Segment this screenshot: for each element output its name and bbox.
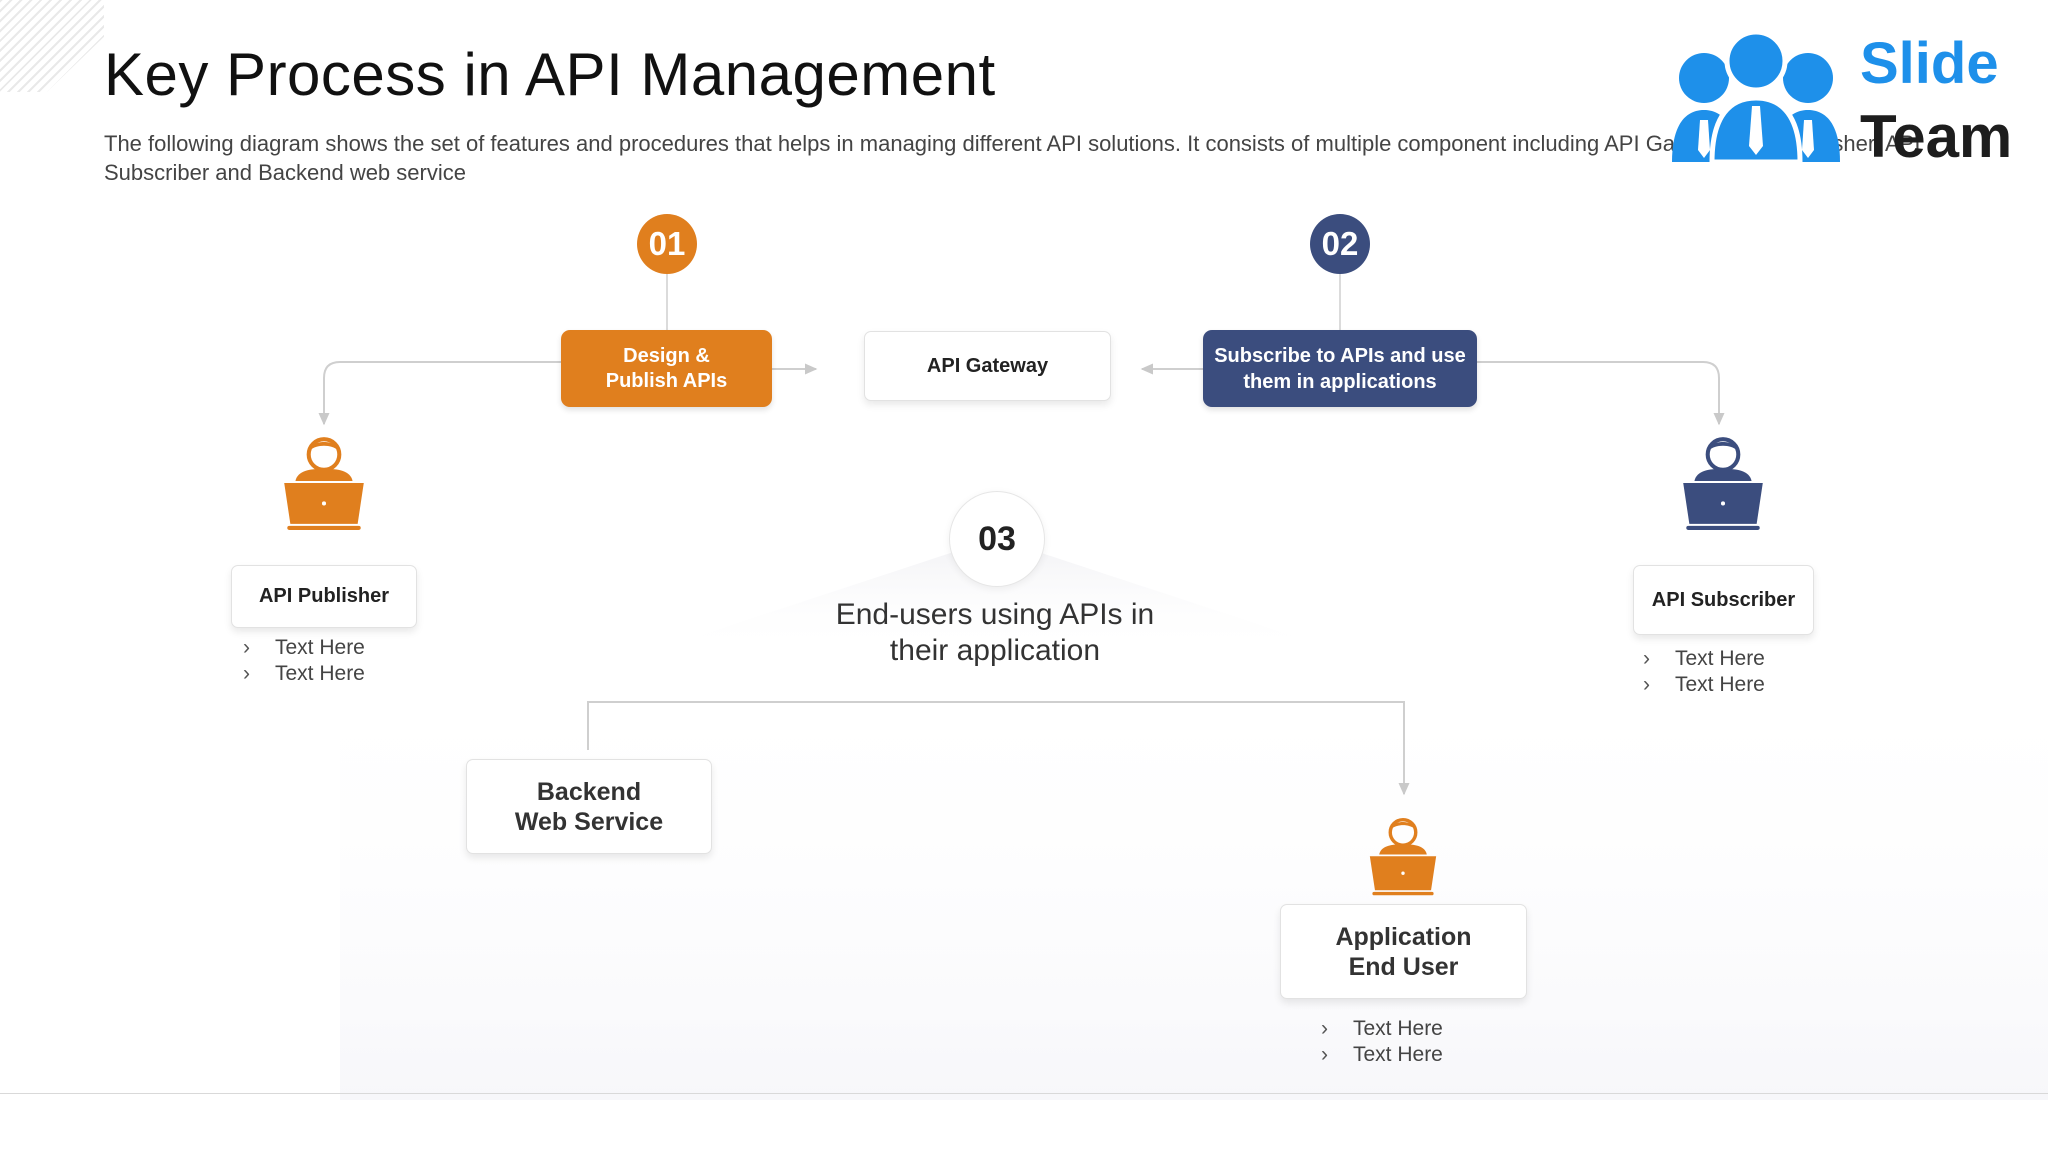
- slideteam-logo: Slide Team: [1666, 28, 2022, 170]
- logo-word-slide: Slide: [1860, 31, 1999, 96]
- publisher-user-laptop-icon: [284, 439, 364, 530]
- subscribe-label: Subscribe to APIs and use them in applic…: [1214, 344, 1466, 393]
- list-item: ›Text Here: [1643, 673, 1765, 696]
- logo-word-team: Team: [1860, 103, 2013, 170]
- step2-number-badge: 02: [1310, 214, 1370, 274]
- list-item: ›Text Here: [243, 636, 365, 659]
- subscriber-bullet-list: ›Text Here ›Text Here: [1643, 646, 1765, 698]
- subscriber-user-laptop-icon: [1683, 439, 1763, 530]
- page-title: Key Process in API Management: [104, 41, 996, 108]
- chevron-right-icon: ›: [1643, 647, 1650, 670]
- api-subscriber-label: API Subscriber: [1651, 588, 1796, 611]
- backend-web-service-box: Backend Web Service: [466, 759, 712, 854]
- api-subscriber-box: API Subscriber: [1633, 565, 1814, 635]
- step3-triangle-backdrop: [650, 538, 1342, 652]
- footer-divider: [0, 1093, 2048, 1094]
- chevron-right-icon: ›: [243, 636, 250, 659]
- chevron-right-icon: ›: [1321, 1017, 1328, 1040]
- chevron-right-icon: ›: [1321, 1043, 1328, 1066]
- api-gateway-box: API Gateway: [864, 331, 1111, 401]
- publisher-bullet-list: ›Text Here ›Text Here: [243, 635, 365, 687]
- design-publish-label: Design & Publish APIs: [605, 344, 728, 392]
- enduser-branch-lines: [587, 701, 1410, 796]
- list-item: ›Text Here: [1643, 647, 1765, 670]
- chevron-right-icon: ›: [243, 662, 250, 685]
- application-end-user-label: Application End User: [1335, 922, 1472, 981]
- arrow-to-publisher: [318, 361, 561, 426]
- step3-number-badge: 03: [949, 491, 1045, 587]
- list-item: ›Text Here: [1321, 1017, 1443, 1040]
- list-item: ›Text Here: [1321, 1043, 1443, 1066]
- people-logo-icon: [1672, 29, 1840, 165]
- end-user-bullet-list: ›Text Here ›Text Here: [1321, 1016, 1443, 1068]
- api-gateway-label: API Gateway: [926, 354, 1049, 377]
- design-publish-box: Design & Publish APIs: [561, 330, 772, 407]
- api-publisher-box: API Publisher: [231, 565, 417, 628]
- api-publisher-label: API Publisher: [258, 585, 390, 607]
- application-end-user-box: Application End User: [1280, 904, 1527, 999]
- arrow-to-subscriber: [1477, 361, 1725, 426]
- subscribe-box: Subscribe to APIs and use them in applic…: [1203, 330, 1477, 407]
- step1-number-badge: 01: [637, 214, 697, 274]
- list-item: ›Text Here: [243, 662, 365, 685]
- step3-description: End-users using APIs in their applicatio…: [835, 598, 1155, 667]
- backend-web-service-label: Backend Web Service: [514, 777, 664, 836]
- page-subtitle: The following diagram shows the set of f…: [104, 131, 1921, 185]
- chevron-right-icon: ›: [1643, 673, 1650, 696]
